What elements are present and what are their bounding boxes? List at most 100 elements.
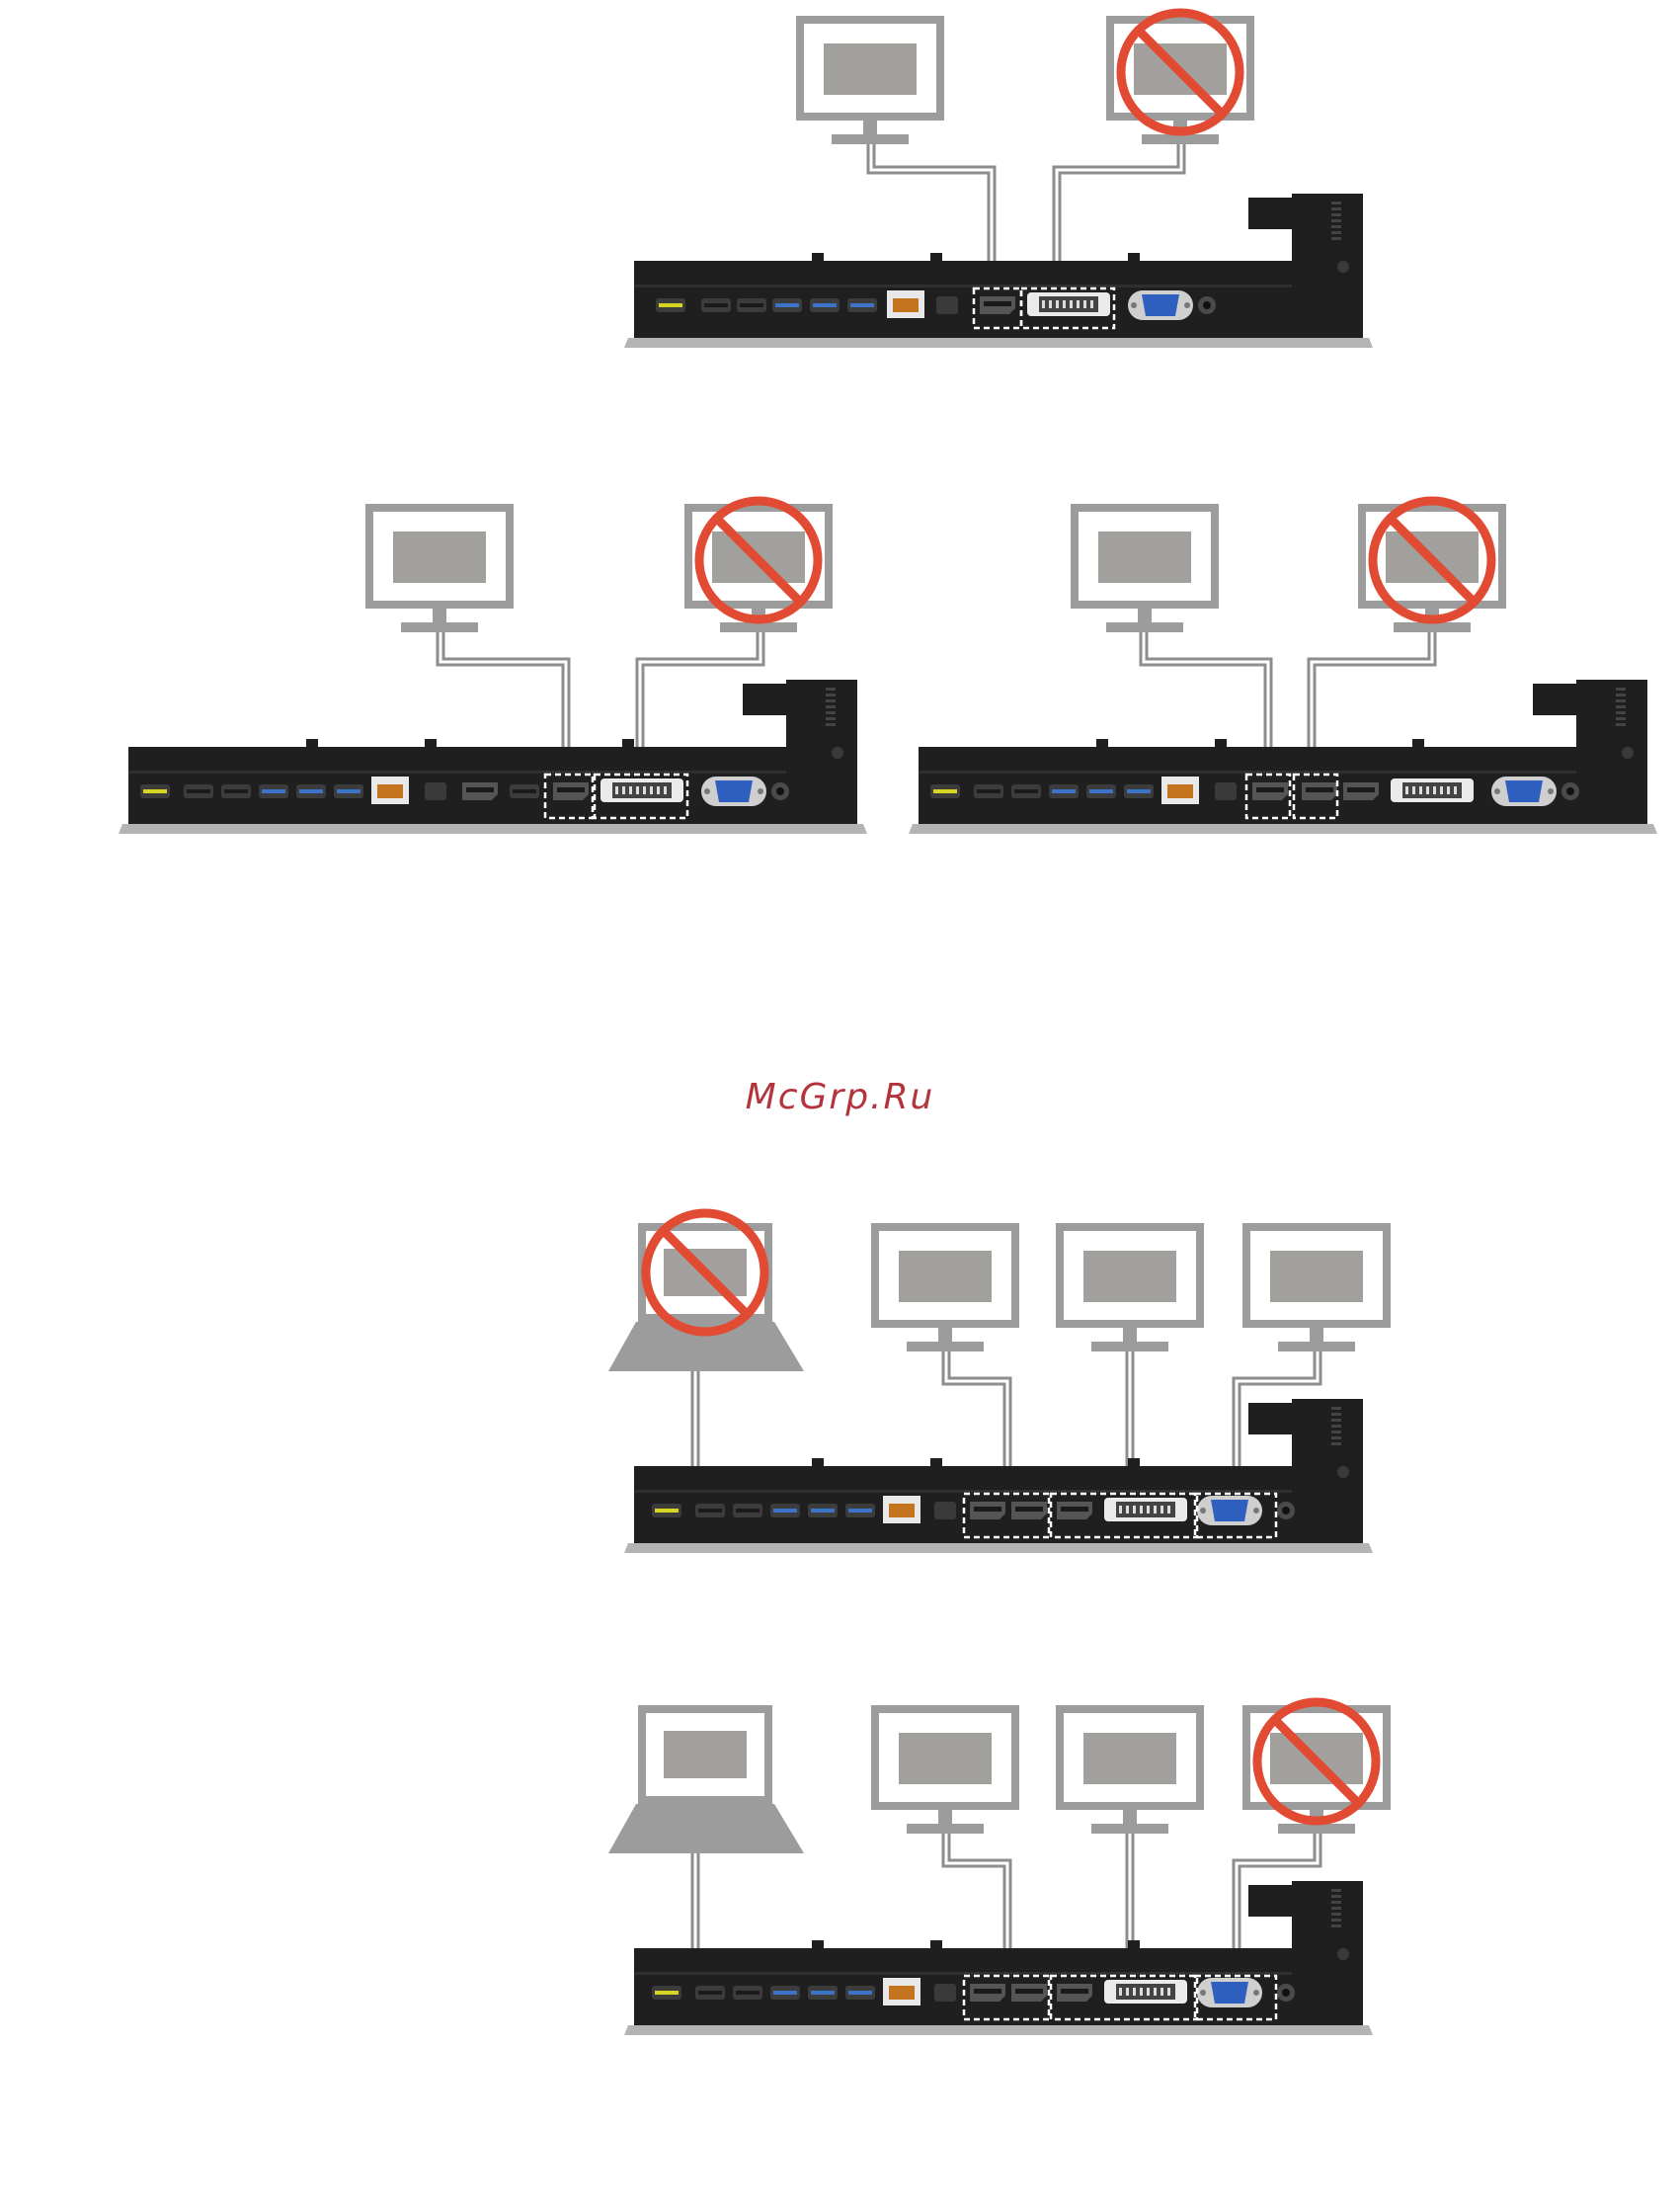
dock-shadow: [909, 824, 1657, 834]
displayport-port: [1011, 1502, 1047, 1519]
power-port: [652, 1504, 681, 1517]
dock-tower: [1576, 680, 1647, 824]
watermark-text: McGrp.Ru: [0, 1077, 1680, 1117]
dvi-port: [1391, 778, 1474, 802]
usb-port: [974, 784, 1003, 798]
displayport-port: [1302, 782, 1337, 800]
monitor-icon: [875, 1227, 1015, 1351]
dock-screw: [1337, 1466, 1349, 1478]
monitor-icon: [1110, 13, 1250, 144]
dock-shadow: [624, 338, 1373, 348]
dock-tower: [786, 680, 857, 824]
dock-latch: [1248, 1403, 1296, 1434]
usb3-port: [845, 1986, 875, 2000]
ethernet-port: [887, 290, 924, 318]
displayport-port: [980, 296, 1015, 314]
vga-port: [1128, 290, 1193, 320]
displayport-port: [1057, 1984, 1092, 2002]
vga-port: [1197, 1978, 1262, 2007]
dock-shadow: [624, 1543, 1373, 1553]
usb-port: [695, 1986, 725, 2000]
monitor-icon: [875, 1709, 1015, 1834]
usb3-port: [1124, 784, 1154, 798]
usb-port: [695, 1504, 725, 1517]
usb3-port: [770, 1504, 800, 1517]
dock-tower: [1292, 1881, 1363, 2025]
dock-latch: [1533, 684, 1580, 715]
displayport-port: [1011, 1984, 1047, 2002]
displayport-port: [1343, 782, 1379, 800]
docking-station: [624, 1399, 1373, 1553]
usb-port: [221, 784, 251, 798]
usb-port: [184, 784, 213, 798]
monitor-icon: [1060, 1709, 1200, 1834]
monitor-icon: [1246, 1702, 1387, 1834]
security-port: [936, 296, 958, 314]
usb-port: [733, 1986, 762, 2000]
monitor-icon: [1060, 1227, 1200, 1351]
vga-port: [701, 777, 766, 806]
diagram-2: [119, 501, 867, 834]
laptop-icon: [608, 1709, 804, 1853]
usb-port: [701, 298, 731, 312]
vga-port: [1197, 1496, 1262, 1525]
usb3-port: [296, 784, 326, 798]
power-port: [930, 784, 960, 798]
audio-port: [1277, 1502, 1295, 1519]
displayport-port: [462, 782, 498, 800]
usb-port: [1011, 784, 1041, 798]
displayport-port: [553, 782, 589, 800]
displayport-port: [970, 1984, 1005, 2002]
dock-latch: [1248, 1885, 1296, 1917]
dvi-port: [1104, 1498, 1187, 1521]
vga-port: [1491, 777, 1557, 806]
usb3-port: [259, 784, 288, 798]
audio-port: [1277, 1984, 1295, 2002]
laptop-icon: [608, 1213, 804, 1371]
usb3-port: [334, 784, 363, 798]
usb3-port: [772, 298, 802, 312]
power-port: [656, 298, 685, 312]
dock-screw: [1337, 261, 1349, 273]
diagram-3: [909, 501, 1657, 834]
dvi-port: [600, 778, 683, 802]
monitor-icon: [369, 508, 510, 632]
dock-latch: [743, 684, 790, 715]
power-port: [140, 784, 170, 798]
docking-station: [119, 680, 867, 834]
dock-screw: [832, 747, 843, 759]
usb-port: [733, 1504, 762, 1517]
usb-port: [737, 298, 766, 312]
audio-port: [771, 782, 789, 800]
diagram-5: [608, 1702, 1387, 2035]
usb3-port: [1049, 784, 1079, 798]
docking-station: [624, 194, 1373, 348]
dock-latch: [1248, 198, 1296, 229]
dvi-port: [1027, 292, 1110, 316]
usb3-port: [810, 298, 840, 312]
ethernet-port: [1161, 777, 1199, 804]
dock-screw: [1622, 747, 1634, 759]
displayport-port: [1252, 782, 1288, 800]
usb3-port: [808, 1986, 838, 2000]
ethernet-port: [883, 1496, 920, 1523]
usb3-port: [847, 298, 877, 312]
usb3-port: [808, 1504, 838, 1517]
monitor-icon: [1362, 501, 1502, 632]
audio-port: [1198, 296, 1216, 314]
docking-station: [624, 1881, 1373, 2035]
dock-screw: [1337, 1948, 1349, 1960]
security-port: [1215, 782, 1237, 800]
monitor-icon: [800, 20, 940, 144]
dock-shadow: [624, 2025, 1373, 2035]
port: [510, 784, 539, 798]
displayport-port: [1057, 1502, 1092, 1519]
security-port: [934, 1984, 956, 2002]
ethernet-port: [371, 777, 409, 804]
displayport-port: [970, 1502, 1005, 1519]
power-port: [652, 1986, 681, 2000]
docking-station: [909, 680, 1657, 834]
monitor-icon: [1075, 508, 1215, 632]
diagram-1: [624, 13, 1373, 348]
dock-tower: [1292, 1399, 1363, 1543]
